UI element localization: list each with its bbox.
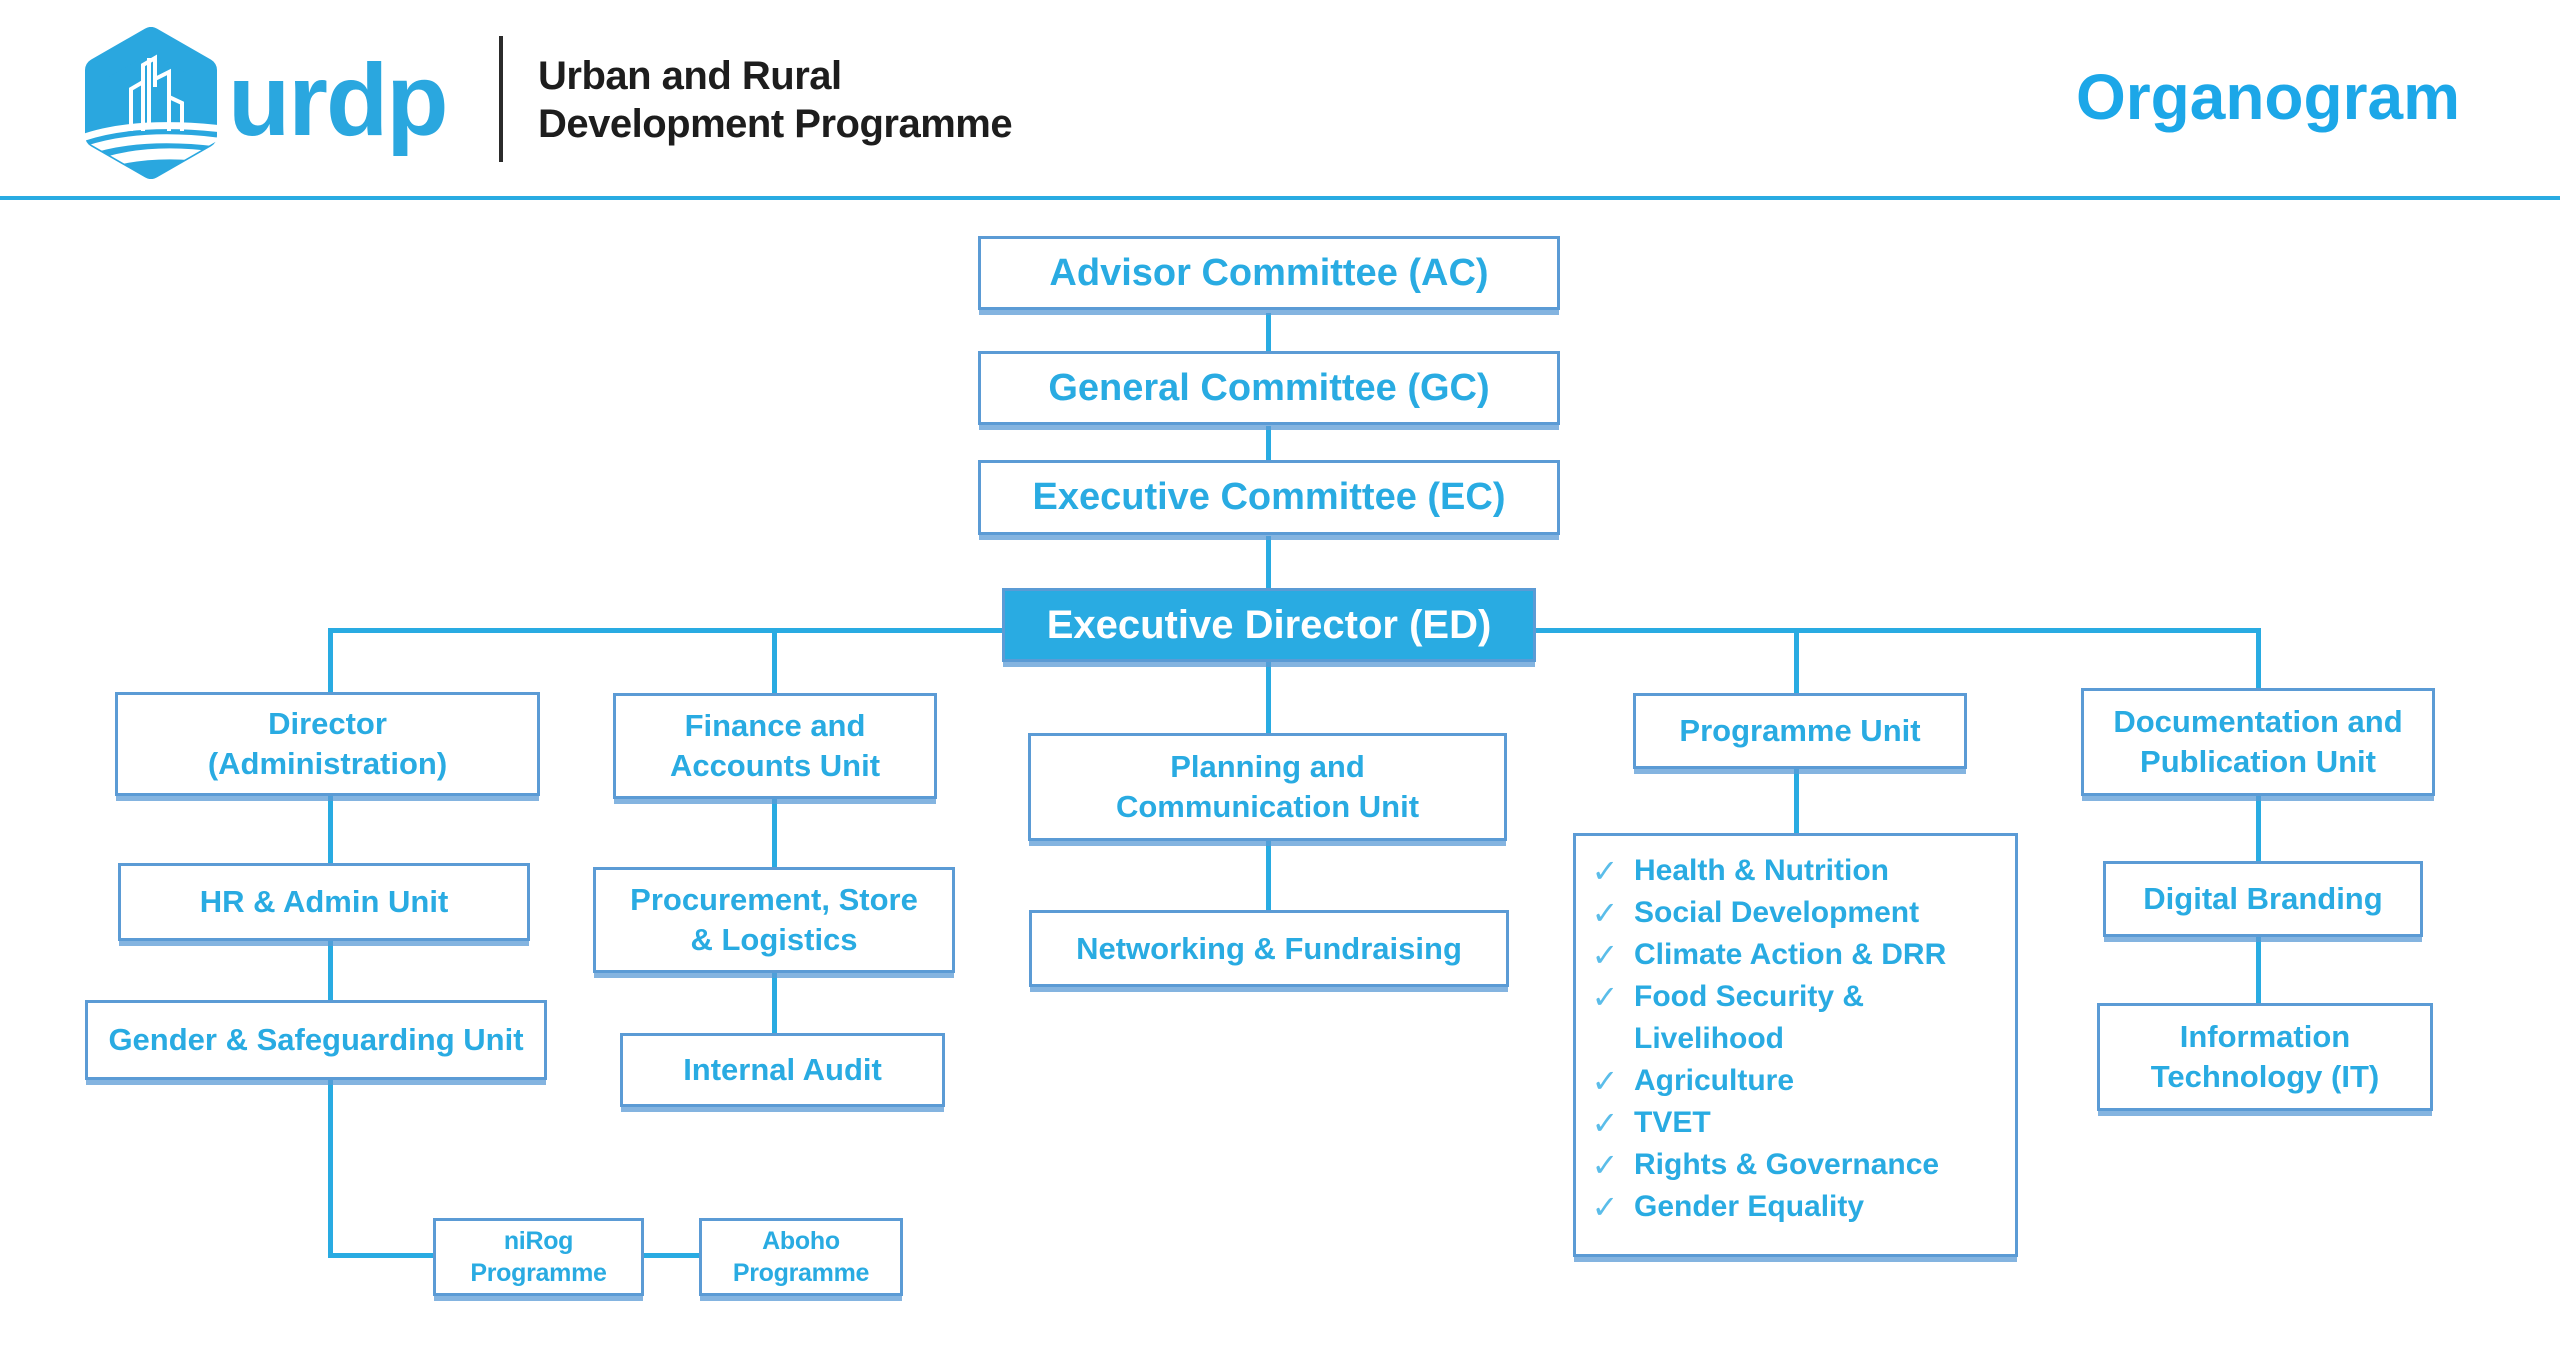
connector [2256, 796, 2261, 863]
node-label-line1: Documentation and [2113, 704, 2403, 740]
connector [328, 941, 333, 1002]
tagline-line-1: Urban and Rural [538, 54, 842, 98]
list-item: ✓ Climate Action & DRR [1576, 934, 2005, 976]
connector [1266, 662, 1271, 735]
page-title: Organogram [2075, 61, 2460, 133]
list-item-label: Rights & Governance [1634, 1148, 1940, 1181]
check-icon: ✓ [1591, 937, 1619, 973]
connector [772, 973, 777, 1035]
node-label: Networking & Fundraising [1076, 930, 1462, 966]
list-item: ✓ Food Security & Livelihood [1576, 976, 2005, 1060]
list-item: ✓ Agriculture [1576, 1060, 2005, 1102]
node-label: Executive Committee (EC) [1032, 476, 1506, 518]
programme-focus-list: ✓ Health & Nutrition ✓ Social Developmen… [1573, 833, 2018, 1257]
check-icon: ✓ [1591, 895, 1619, 931]
node-label: HR & Admin Unit [199, 884, 449, 920]
node-nirog-programme: niRog Programme [433, 1218, 644, 1296]
node-label-line2: Communication Unit [1115, 789, 1420, 824]
list-item-label: Food Security & Livelihood [1634, 980, 1865, 1055]
node-general-committee: General Committee (GC) [978, 351, 1560, 425]
node-label: General Committee (GC) [1048, 366, 1490, 409]
connector [1794, 769, 1799, 835]
connector [328, 796, 333, 865]
connector [772, 628, 777, 695]
node-networking-fundraising: Networking & Fundraising [1029, 910, 1509, 987]
node-label-line1: Information [2179, 1019, 2351, 1055]
header-divider [499, 36, 503, 162]
connector [2256, 937, 2261, 1005]
connector [1266, 313, 1271, 353]
list-item-label: Health & Nutrition [1634, 854, 1889, 887]
header-rule [0, 196, 2560, 200]
node-label: Executive Director (ED) [1046, 602, 1492, 647]
list-item: ✓ Gender Equality [1576, 1186, 2005, 1228]
list-item-label: Agriculture [1634, 1064, 1795, 1097]
node-label-line1: Director [268, 706, 387, 742]
connector [328, 1253, 435, 1258]
node-label-line2: & Logistics [690, 922, 858, 957]
node-label-line1: Finance and [684, 708, 866, 744]
node-label-line2: Technology (IT) [2150, 1059, 2380, 1094]
node-advisor-committee: Advisor Committee (AC) [978, 236, 1560, 310]
node-procurement-store-logistics: Procurement, Store & Logistics [593, 867, 955, 973]
node-hr-admin: HR & Admin Unit [118, 863, 530, 941]
check-icon: ✓ [1591, 1189, 1619, 1225]
node-gender-safeguarding: Gender & Safeguarding Unit [85, 1000, 547, 1080]
node-label: Digital Branding [2143, 881, 2383, 917]
node-information-technology: Information Technology (IT) [2097, 1003, 2433, 1111]
list-item: ✓ Rights & Governance [1576, 1144, 2005, 1186]
node-label-line1: Planning and [1170, 749, 1365, 785]
node-label: Advisor Committee (AC) [1049, 251, 1489, 294]
connector [328, 628, 333, 694]
connector [328, 1078, 333, 1258]
node-director-administration: Director (Administration) [115, 692, 540, 796]
node-planning-communication: Planning and Communication Unit [1028, 733, 1507, 841]
list-item-label: Climate Action & DRR [1634, 938, 1947, 971]
connector [644, 1253, 701, 1258]
check-icon: ✓ [1591, 1063, 1619, 1099]
node-aboho-programme: Aboho Programme [699, 1218, 903, 1296]
connector [2256, 628, 2261, 690]
connector [772, 799, 777, 869]
node-internal-audit: Internal Audit [620, 1033, 945, 1107]
list-item: ✓ Health & Nutrition [1576, 850, 2005, 892]
node-finance-accounts: Finance and Accounts Unit [613, 693, 937, 799]
node-executive-director: Executive Director (ED) [1002, 588, 1536, 662]
connector [1794, 628, 1799, 695]
node-label-line2: Publication Unit [2140, 744, 2376, 779]
node-label-line2: Accounts Unit [669, 748, 881, 783]
tagline-line-2: Development Programme [538, 102, 1013, 146]
check-icon: ✓ [1591, 1105, 1619, 1141]
node-digital-branding: Digital Branding [2103, 861, 2423, 937]
node-label: niRog Programme [470, 1227, 607, 1287]
node-label-line1: Procurement, Store [630, 882, 918, 918]
check-icon: ✓ [1591, 853, 1619, 889]
check-icon: ✓ [1591, 979, 1619, 1015]
list-item: ✓ TVET [1576, 1102, 2005, 1144]
check-icon: ✓ [1591, 1147, 1619, 1183]
list-item: ✓ Social Development [1576, 892, 2005, 934]
connector [1266, 841, 1271, 912]
list-item-label: Gender Equality [1634, 1190, 1865, 1223]
brand-wordmark: urdp [228, 43, 449, 157]
node-documentation-publication: Documentation and Publication Unit [2081, 688, 2435, 796]
node-label: Programme Unit [1679, 713, 1921, 749]
node-label: Aboho Programme [732, 1227, 870, 1287]
node-label-line2: (Administration) [207, 746, 448, 781]
node-executive-committee: Executive Committee (EC) [978, 460, 1560, 535]
node-programme-unit: Programme Unit [1633, 693, 1967, 769]
urdp-logo-icon [85, 27, 217, 179]
list-item-label: Social Development [1634, 896, 1920, 929]
connector [1266, 426, 1271, 462]
connector [1266, 536, 1271, 590]
list-item-label: TVET [1634, 1106, 1711, 1139]
node-label: Gender & Safeguarding Unit [108, 1022, 524, 1058]
node-label: Internal Audit [683, 1052, 882, 1088]
brand-tagline: Urban and Rural Development Programme [538, 52, 1013, 148]
